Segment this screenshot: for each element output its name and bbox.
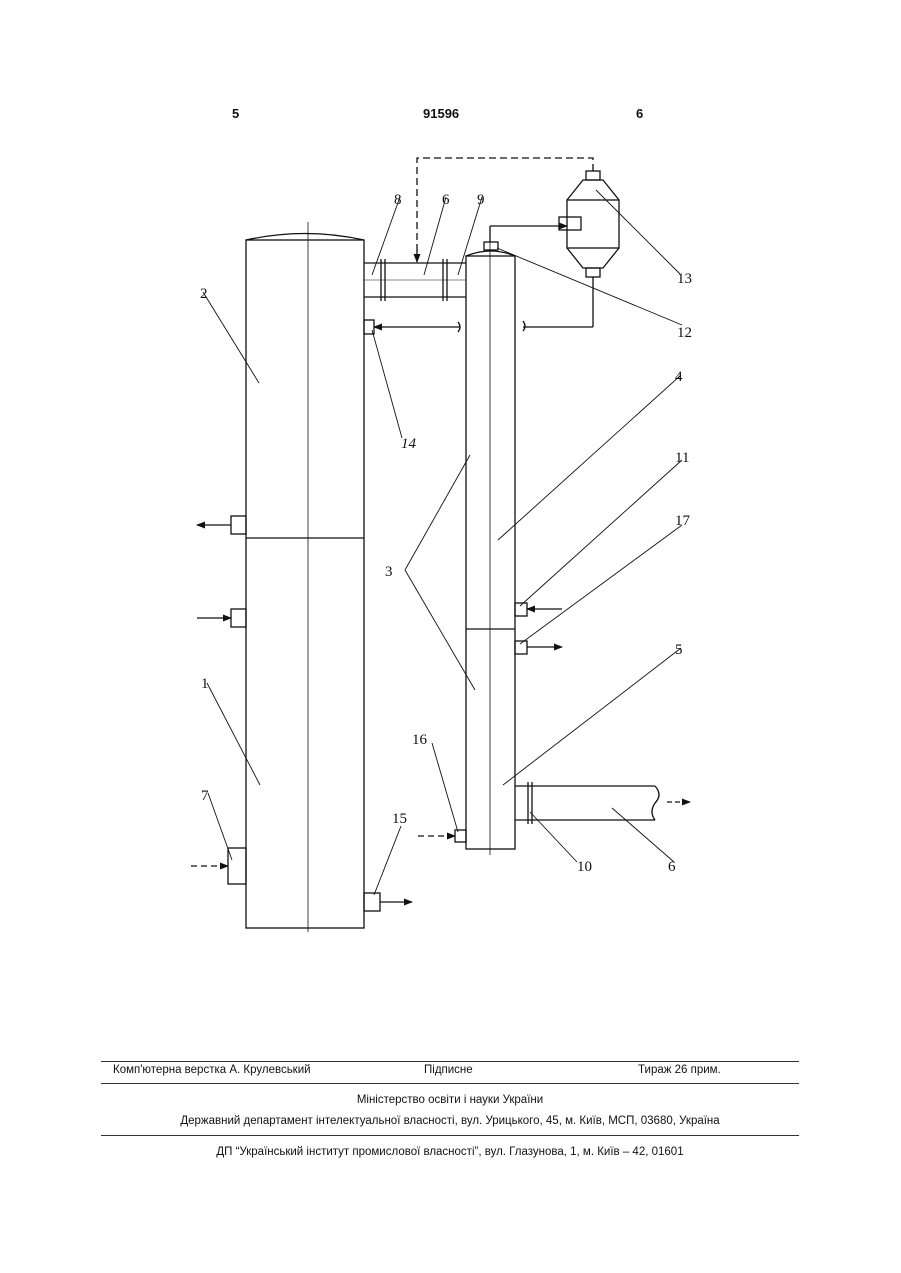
label-8: 8: [394, 192, 402, 208]
label-7: 7: [201, 788, 209, 804]
label-13: 13: [677, 271, 692, 287]
footer-layout-credit: Комп'ютерна верстка А. Крулевський: [113, 1064, 311, 1076]
connecting-pipe-bottom: [515, 782, 690, 824]
label-11: 11: [675, 450, 689, 466]
label-9: 9: [477, 192, 485, 208]
footer-rule-bottom: [101, 1135, 799, 1136]
label-12: 12: [677, 325, 692, 341]
label-16: 16: [412, 732, 428, 748]
label-3: 3: [385, 564, 393, 580]
footer-rule-top: [101, 1061, 799, 1062]
footer-circulation: Тираж 26 прим.: [638, 1064, 721, 1076]
label-17: 17: [675, 513, 691, 529]
label-6-top: 6: [442, 192, 450, 208]
label-6-bottom: 6: [668, 859, 676, 875]
footer-rule-middle: [101, 1083, 799, 1084]
label-10: 10: [577, 859, 592, 875]
left-column: [191, 222, 412, 932]
label-1: 1: [201, 676, 209, 692]
footer-institute: ДП “Український інститут промислової вла…: [101, 1146, 799, 1158]
label-14: 14: [401, 436, 417, 452]
right-column: [418, 240, 562, 855]
label-5: 5: [675, 642, 683, 658]
connecting-pipe-top: [364, 259, 466, 301]
separator-vessel: [559, 171, 619, 277]
label-2: 2: [200, 286, 208, 302]
label-4: 4: [675, 369, 683, 385]
footer-department: Державний департамент інтелектуальної вл…: [101, 1115, 799, 1127]
footer-signed: Підписне: [424, 1064, 473, 1076]
label-15: 15: [392, 811, 407, 827]
footer-ministry: Міністерство освіти і науки України: [101, 1094, 799, 1106]
